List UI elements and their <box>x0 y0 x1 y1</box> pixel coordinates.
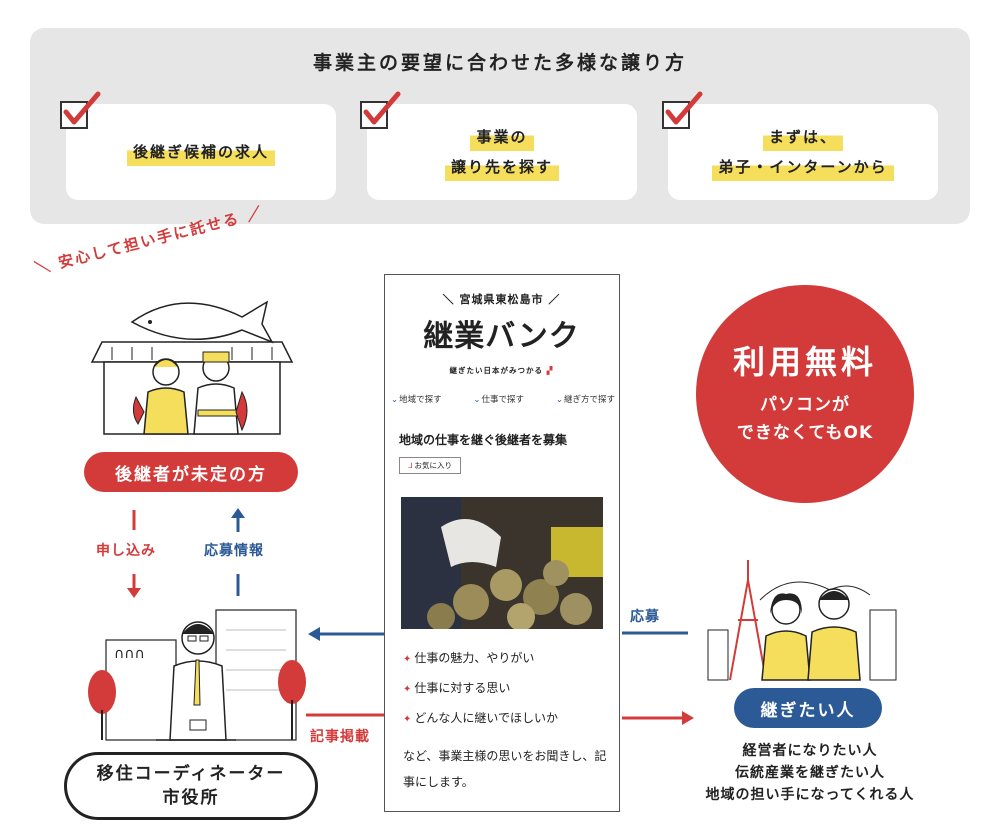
successor-line2: 伝統産業を継ぎたい人 <box>735 765 885 781</box>
point-item: ✦仕事に対する思い <box>403 679 510 696</box>
apply-label: 申し込み <box>96 543 156 559</box>
banner-title: 事業主の要望に合わせた多様な譲り方 <box>312 52 687 74</box>
checkbox-checked-icon <box>662 91 703 129</box>
requirements-banner: 事業主の要望に合わせた多様な譲り方 後継ぎ候補の求人 事業の 譲り先を探す まず… <box>30 28 970 224</box>
free-note-line2: できなくてもOK <box>736 423 874 443</box>
favorite-button[interactable]: ᒧ お気に入り <box>399 457 461 474</box>
successor-line3: 地域の担い手になってくれる人 <box>705 787 915 803</box>
option-card-intern: まずは、 弟子・インターンから <box>668 104 938 200</box>
phone-tagline: 継ぎたい日本がみつかる ▞ <box>385 365 618 376</box>
keigyo-bank-logo: 継業バンク <box>423 319 580 354</box>
coordinator-line1: 移住コーディネーター <box>96 764 286 784</box>
fish-shop-owners-illustration <box>90 300 294 435</box>
diamond-bullet-icon: ✦ <box>403 654 412 665</box>
pickle-jars-image <box>401 497 603 629</box>
apply-down-arrow-icon <box>127 510 141 598</box>
phone-city-header: ＼ 宮城県東松島市 ／ <box>442 293 561 306</box>
phone-city: 宮城県東松島市 <box>459 293 544 306</box>
coordinator-cityhall-label: 移住コーディネーター 市役所 <box>64 752 318 820</box>
favorite-icon: ᒧ <box>407 461 413 470</box>
favorite-button-label: お気に入り <box>414 461 453 470</box>
successor-apply-label: 応募 <box>630 609 660 625</box>
free-title: 利用無料 <box>732 343 877 381</box>
successor-people-illustration <box>707 560 897 681</box>
point-item-text: 仕事に対する思い <box>414 681 511 695</box>
point-item: ✦仕事の魅力、やりがい <box>403 649 534 666</box>
japan-map-icon: ▞ <box>546 366 554 375</box>
phone-footer-text: など、事業主様の思いをお聞きし、記事にします。 <box>403 749 607 789</box>
owner-undecided-label: 後継者が未定の方 <box>84 452 298 492</box>
phone-nav: 地域で探す 仕事で探す 継ぎ方で探す <box>391 393 615 405</box>
successor-label: 継ぎたい人 <box>734 688 882 728</box>
phone-tagline-text: 継ぎたい日本がみつかる <box>449 366 544 375</box>
svg-text:∩∩∩: ∩∩∩ <box>114 646 145 662</box>
phone-heading: 地域の仕事を継ぐ後継者を募集 <box>399 433 568 447</box>
nav-by-area[interactable]: 地域で探す <box>391 393 442 405</box>
city-hall-coordinator-illustration: ∩∩∩ <box>88 609 306 741</box>
option-card-recruit: 後継ぎ候補の求人 <box>66 104 336 200</box>
successor-description: 経営者になりたい人 伝統産業を継ぎたい人 地域の担い手になってくれる人 <box>680 740 940 806</box>
point-item: ✦どんな人に継いでほしいか <box>403 709 558 726</box>
option-card-transfer-line2: 譲り先を探す <box>444 153 559 181</box>
option-card-transfer: 事業の 譲り先を探す <box>367 104 637 200</box>
apply-line-icon <box>622 631 688 635</box>
nav-by-job[interactable]: 仕事で探す <box>473 393 525 405</box>
applicant-info-label: 応募情報 <box>204 543 264 559</box>
option-card-recruit-line1: 後継ぎ候補の求人 <box>126 138 275 166</box>
free-note: パソコンが できなくてもOK <box>696 391 914 447</box>
keigyo-bank-page-mockup: ＼ 宮城県東松島市 ／ 継業バンク 継ぎたい日本がみつかる ▞ 地域で探す 仕事… <box>384 274 620 812</box>
diamond-bullet-icon: ✦ <box>403 684 412 695</box>
applicant-info-up-arrow-icon <box>231 508 245 596</box>
point-item-text: 仕事の魅力、やりがい <box>414 651 535 665</box>
free-note-line1: パソコンが <box>760 395 850 415</box>
jars-photo <box>401 497 603 629</box>
successor-line1: 経営者になりたい人 <box>742 743 878 759</box>
free-of-charge-badge: 利用無料 パソコンが できなくてもOK <box>696 285 914 503</box>
checkbox-checked-icon <box>360 91 401 129</box>
checkbox-checked-icon <box>60 91 101 129</box>
article-line-icon <box>306 713 386 717</box>
coordinator-line2: 市役所 <box>162 788 220 808</box>
article-post-label: 記事掲載 <box>310 729 370 745</box>
diamond-bullet-icon: ✦ <box>403 714 412 725</box>
option-card-intern-line1: まずは、 <box>762 123 843 151</box>
nav-by-method[interactable]: 継ぎ方で探す <box>556 393 615 405</box>
point-item-text: どんな人に継いでほしいか <box>414 711 559 725</box>
to-cityhall-left-arrow-icon <box>308 627 386 641</box>
option-card-transfer-line1: 事業の <box>470 123 534 151</box>
to-successor-right-arrow-icon <box>622 711 694 725</box>
option-card-intern-line2: 弟子・インターンから <box>712 153 894 181</box>
